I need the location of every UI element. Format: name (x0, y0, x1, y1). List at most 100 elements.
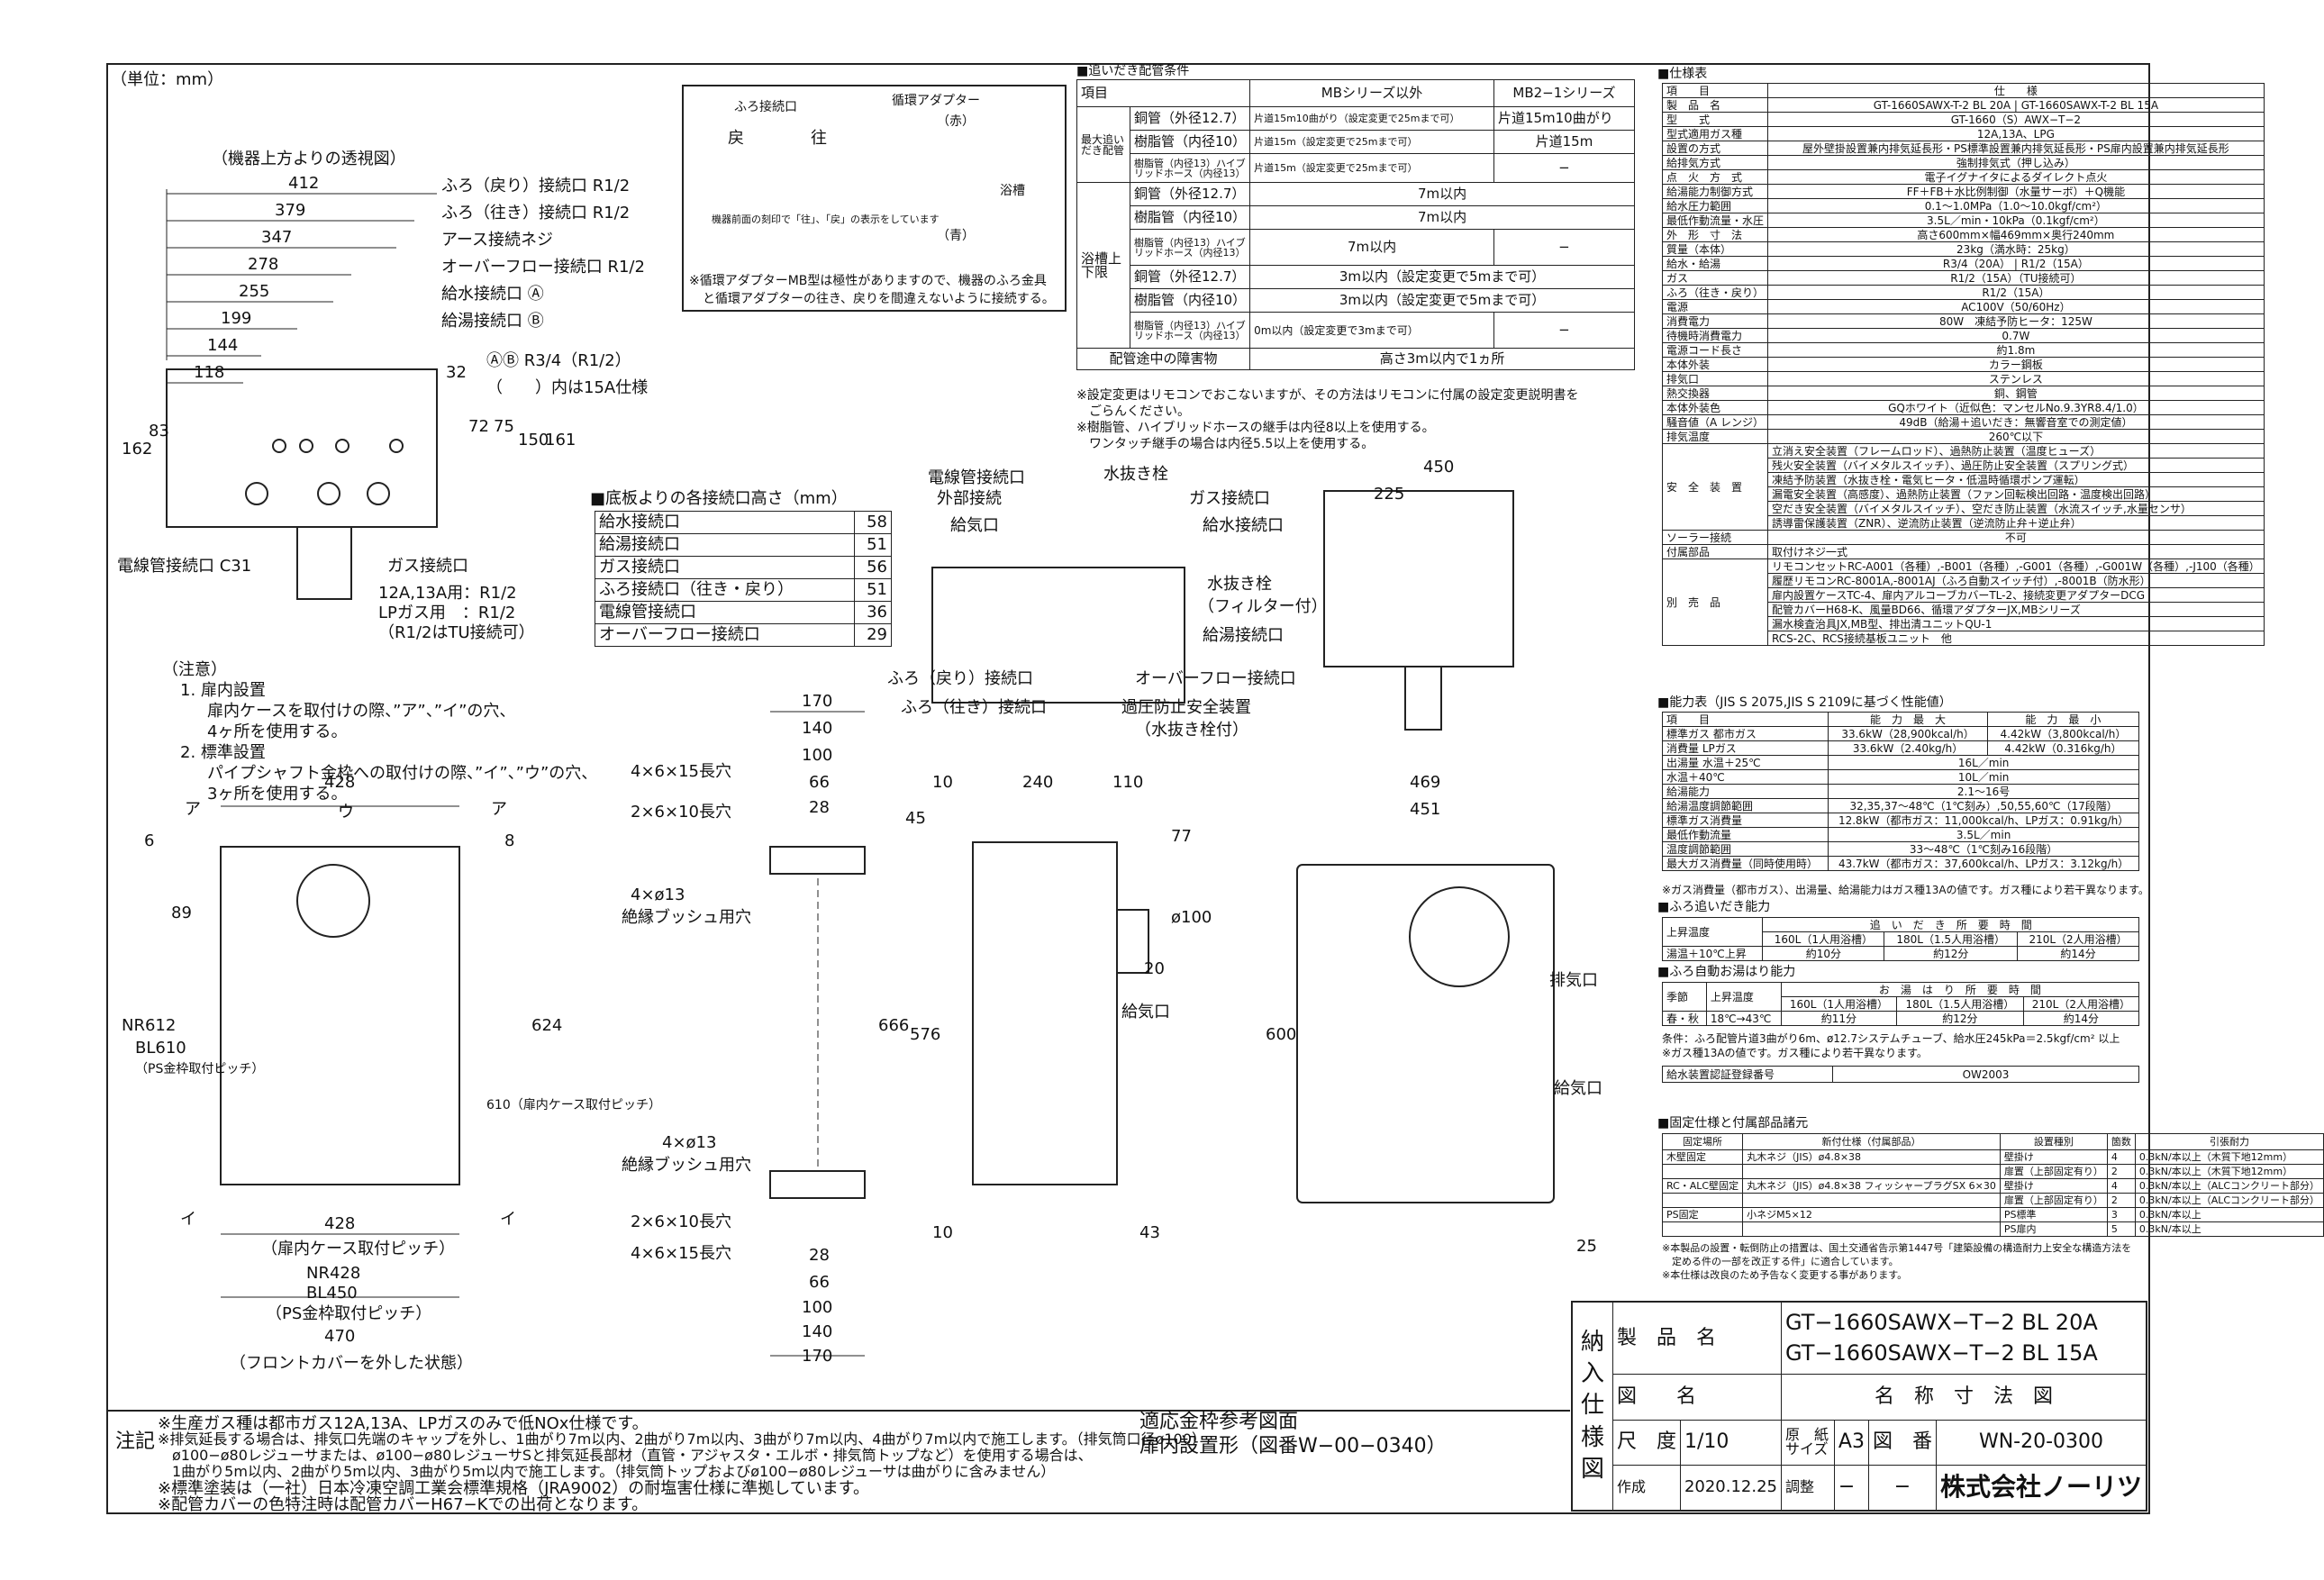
br-lbl-5: 4×ø13 (662, 1133, 717, 1152)
br-66-t: 66 (809, 773, 830, 792)
reheat-title: ■ふろ追いだき能力 (1657, 900, 1771, 914)
label-electric: 電線管接続口 C31 (117, 557, 252, 576)
piping-note-3: ※樹脂管、ハイブリッドホースの継手は内径8以上を使用する。 (1076, 421, 1435, 435)
gas-spec-1: 12A,13A用：R1/2 (378, 584, 517, 603)
fv-cover-off: （フロントカバーを外した状態） (230, 1354, 473, 1373)
dim-255: 255 (239, 282, 270, 301)
dim-199: 199 (221, 309, 252, 328)
s2-43: 43 (1139, 1223, 1160, 1242)
adapter-blue: （青） (937, 229, 975, 243)
piping-note-2: ごらんください。 (1076, 404, 1190, 419)
top-view-caption: （機器上方よりの透視図） (212, 150, 406, 168)
vdim-32: 32 (446, 363, 467, 382)
vdim-83: 83 (149, 422, 169, 440)
paren-note: （ ）内は15A仕様 (486, 378, 649, 397)
f2-600: 600 (1266, 1025, 1297, 1044)
bn-2: ※排気延長する場合は、排気口先端のキャップを外し、1曲がり7m以内、2曲がり7m… (158, 1430, 1206, 1448)
notes-title: （注意） (162, 660, 227, 679)
reheat-table: 上昇温度追 い だ き 所 要 時 間 160L（1人用浴槽）180L（1.5人… (1661, 917, 2139, 961)
gas-pipe (296, 526, 352, 600)
gas-spec-2: LPガス用 ：R1/2 (378, 604, 516, 622)
fl-relief: 過圧防止安全装置 (1121, 698, 1251, 717)
label-hot-out: 給湯接続口 Ⓑ (441, 312, 544, 331)
bn-1: ※生産ガス種は都市ガス12A,13A、LPガスのみで低NOx仕様です。 (158, 1414, 649, 1433)
ref-2: 扉内設置形（図番W−00−0340） (1139, 1435, 1447, 1457)
s2-240: 240 (1022, 773, 1054, 792)
drawing-frame (106, 63, 2150, 1514)
ab-note: ⒶⒷ R3/4（R1/2） (486, 351, 631, 370)
piping-note-1: ※設定変更はリモコンでおこないますが、その方法はリモコンに付属の設定変更説明書を (1076, 388, 1579, 403)
br-lbl-2: 2×6×10長穴 (631, 803, 731, 822)
fixing-note-2: 定める件の一部を改正する件」に適合しています。 (1662, 1256, 1899, 1267)
br-100-t: 100 (802, 746, 833, 765)
company: 株式会社ノーリツ (1935, 1464, 2147, 1512)
fl-furo-return: ふろ（戻り）接続口 (887, 669, 1033, 688)
spec-title: ■仕様表 (1657, 67, 1708, 81)
fl-gas: ガス接続口 (1189, 489, 1270, 508)
f2-451: 451 (1410, 800, 1441, 819)
fl-intake: 給気口 (950, 516, 999, 535)
dim-412: 412 (288, 174, 320, 193)
vdim-150: 150 (518, 431, 549, 449)
label-water-in: 給水接続口 Ⓐ (441, 285, 544, 304)
fv-bl610: BL610 (135, 1039, 186, 1058)
label-furo-return: ふろ（戻り）接続口 R1/2 (441, 177, 631, 195)
br-66-b: 66 (809, 1273, 830, 1292)
br-lbl-6: 絶縁ブッシュ用穴 (622, 1156, 751, 1175)
scale: 1/10 (1679, 1419, 1783, 1466)
fv-mark-a1: ア (185, 800, 201, 819)
fixing-note-3: ※本仕様は改良のため予告なく変更する事があります。 (1662, 1269, 1908, 1281)
capacity-title: ■能力表（JIS S 2075,JIS S 2109に基づく性能値） (1657, 695, 1952, 710)
br-140-b: 140 (802, 1322, 833, 1341)
dim-144: 144 (207, 336, 239, 355)
label-furo-go: ふろ（往き）接続口 R1/2 (441, 204, 631, 222)
product-1: GT−1660SAWX−T−2 BL 20A (1785, 1310, 2098, 1336)
fv-mark-a2: ア (491, 800, 507, 819)
fl-drain: 水抜き栓 (1103, 465, 1168, 484)
gas-spec-3: （R1/2はTU接続可） (378, 623, 535, 642)
s2-45: 45 (905, 809, 926, 828)
fl-hot: 給湯接続口 (1203, 626, 1284, 645)
capacity-note: ※ガス消費量（都市ガス）、出湯量、給湯能力はガス種13Aの値です。ガス種により若… (1662, 884, 2149, 896)
autofill-note-2: ※ガス種13Aの値です。ガス種により若干異なります。 (1662, 1047, 1928, 1059)
adapter-caption: 機器前面の刻印で「往」、「戻」の表示をしています (712, 213, 940, 225)
bottom-notes-rule (106, 1410, 1570, 1412)
note-3: 4ヶ所を使用する。 (207, 722, 348, 741)
fixing-note-1: ※本製品の設置・転倒防止の措置は、国土交通省告示第1447号「建築設備の構造耐力… (1662, 1242, 2132, 1254)
label-gas: ガス接続口 (387, 557, 468, 576)
base-heights-title: ■底板よりの各接続口高さ（mm） (590, 489, 848, 508)
fixing-table: 固定場所新付仕様（付属部品）設置種別箇数引張耐力木壁固定丸木ネジ（JIS）ø4.… (1661, 1133, 2324, 1237)
note-1: 1. 扉内設置 (180, 681, 266, 700)
br-lbl-8: 4×6×15長穴 (631, 1244, 731, 1263)
fv-nr428: NR428 (306, 1264, 361, 1283)
fl-filter: （フィルター付） (1198, 597, 1328, 616)
fv-428-b: 428 (324, 1214, 356, 1233)
dim-225: 225 (1374, 485, 1405, 504)
fv-mark-u: ウ (338, 803, 354, 822)
drawing-label: 図 名 (1611, 1374, 1783, 1421)
br-28-b: 28 (809, 1246, 830, 1265)
front-view-body (220, 846, 460, 1185)
fl-water: 給水接続口 (1203, 516, 1284, 535)
s2-110: 110 (1112, 773, 1144, 792)
fv-ps-pitch-b: （PS金枠取付ピッチ） (266, 1304, 432, 1323)
note-2: 扉内ケースを取付けの際、”ア”、”イ”の穴、 (207, 702, 516, 721)
date: 2020.12.25 (1679, 1464, 1783, 1512)
fv-624: 624 (531, 1016, 563, 1035)
adapter-furo: ふろ接続口 (734, 100, 797, 114)
autofill-title: ■ふろ自動お湯はり能力 (1657, 965, 1796, 979)
adapter-note-1: ※循環アダプターMB型は極性がありますので、機器のふろ金具 (689, 274, 1047, 288)
fl-external: 外部接続 (937, 489, 1002, 508)
adapter-back: 戻 (728, 129, 744, 148)
fv-bl450: BL450 (306, 1284, 358, 1303)
dim-118: 118 (194, 363, 225, 382)
f2-exhaust: 排気口 (1549, 971, 1598, 990)
drawing-name: 名 称 寸 法 図 (1781, 1374, 2147, 1421)
fv-428-top: 428 (324, 773, 356, 792)
drawing-no: WN-20-0300 (1935, 1419, 2147, 1466)
label-overflow: オーバーフロー接続口 R1/2 (441, 258, 645, 277)
